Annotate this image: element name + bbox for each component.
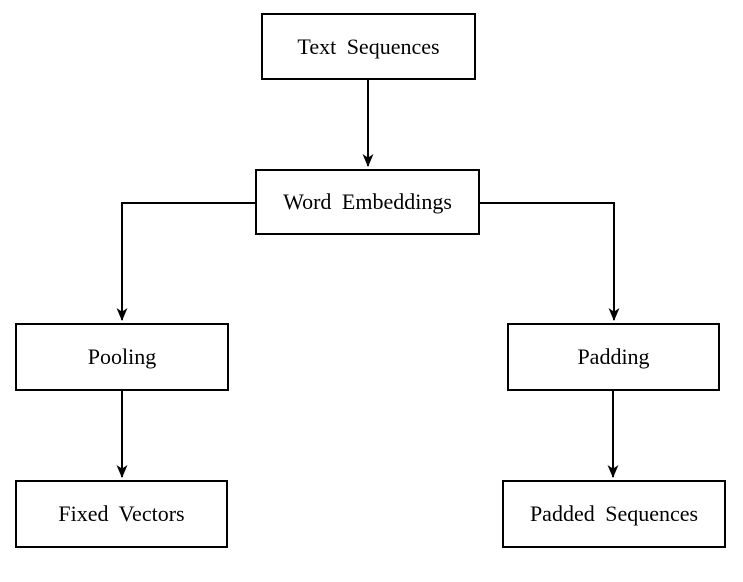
arrow-word-embeddings-to-pooling xyxy=(116,202,255,321)
node-text-sequences-label: Text Sequences xyxy=(297,33,440,59)
node-pooling-label: Pooling xyxy=(87,344,157,369)
node-padded-sequences-label: Padded Sequences xyxy=(529,501,699,526)
node-padded-sequences: Padded Sequences xyxy=(502,480,726,548)
arrow-word-embeddings-to-padding xyxy=(480,202,620,321)
node-pooling: Pooling xyxy=(15,323,229,391)
node-text-sequences: Text Sequences xyxy=(261,13,476,80)
node-word-embeddings: Word Embeddings xyxy=(255,169,480,235)
node-padding-label: Padding xyxy=(577,344,650,369)
node-padding: Padding xyxy=(507,323,720,391)
node-fixed-vectors: Fixed Vectors xyxy=(15,480,228,548)
node-fixed-vectors-label: Fixed Vectors xyxy=(58,501,185,526)
node-word-embeddings-label: Word Embeddings xyxy=(283,189,452,214)
